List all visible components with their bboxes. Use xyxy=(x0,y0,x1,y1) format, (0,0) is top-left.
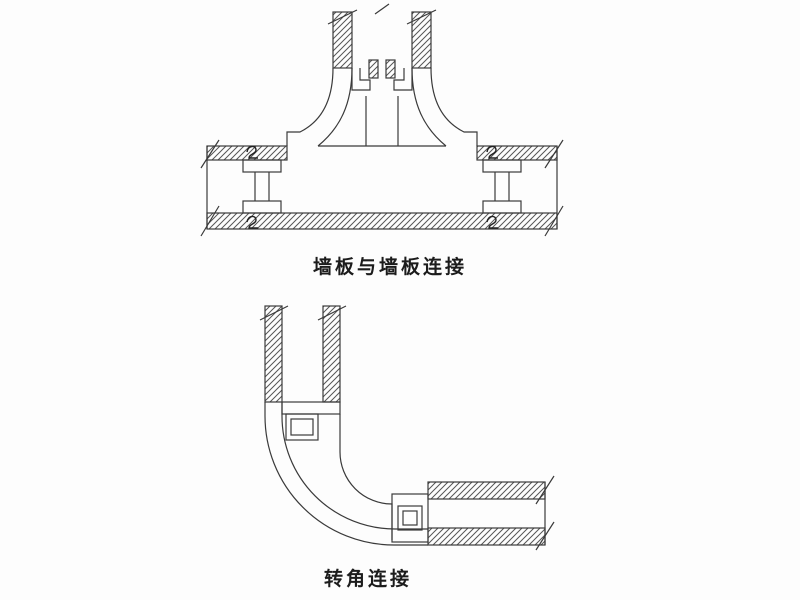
t-junction-diagram xyxy=(200,3,564,237)
t-left-channel xyxy=(242,145,282,229)
t-right-channel xyxy=(482,145,522,229)
corner-vertical-panel xyxy=(259,305,347,403)
corner-elbow xyxy=(264,402,428,546)
t-vertical-panel xyxy=(327,3,437,91)
t-horizontal-panel xyxy=(200,139,564,237)
caption-panel-to-panel-joint: 墙板与墙板连接 xyxy=(312,256,467,278)
corner-horizontal-clamp xyxy=(391,493,429,543)
corner-vertical-clamp xyxy=(281,401,341,441)
corner-joint-diagram xyxy=(259,305,555,551)
corner-horizontal-panel xyxy=(427,475,555,551)
caption-corner-joint: 转角连接 xyxy=(323,568,412,590)
t-flare-profiles xyxy=(286,67,478,147)
